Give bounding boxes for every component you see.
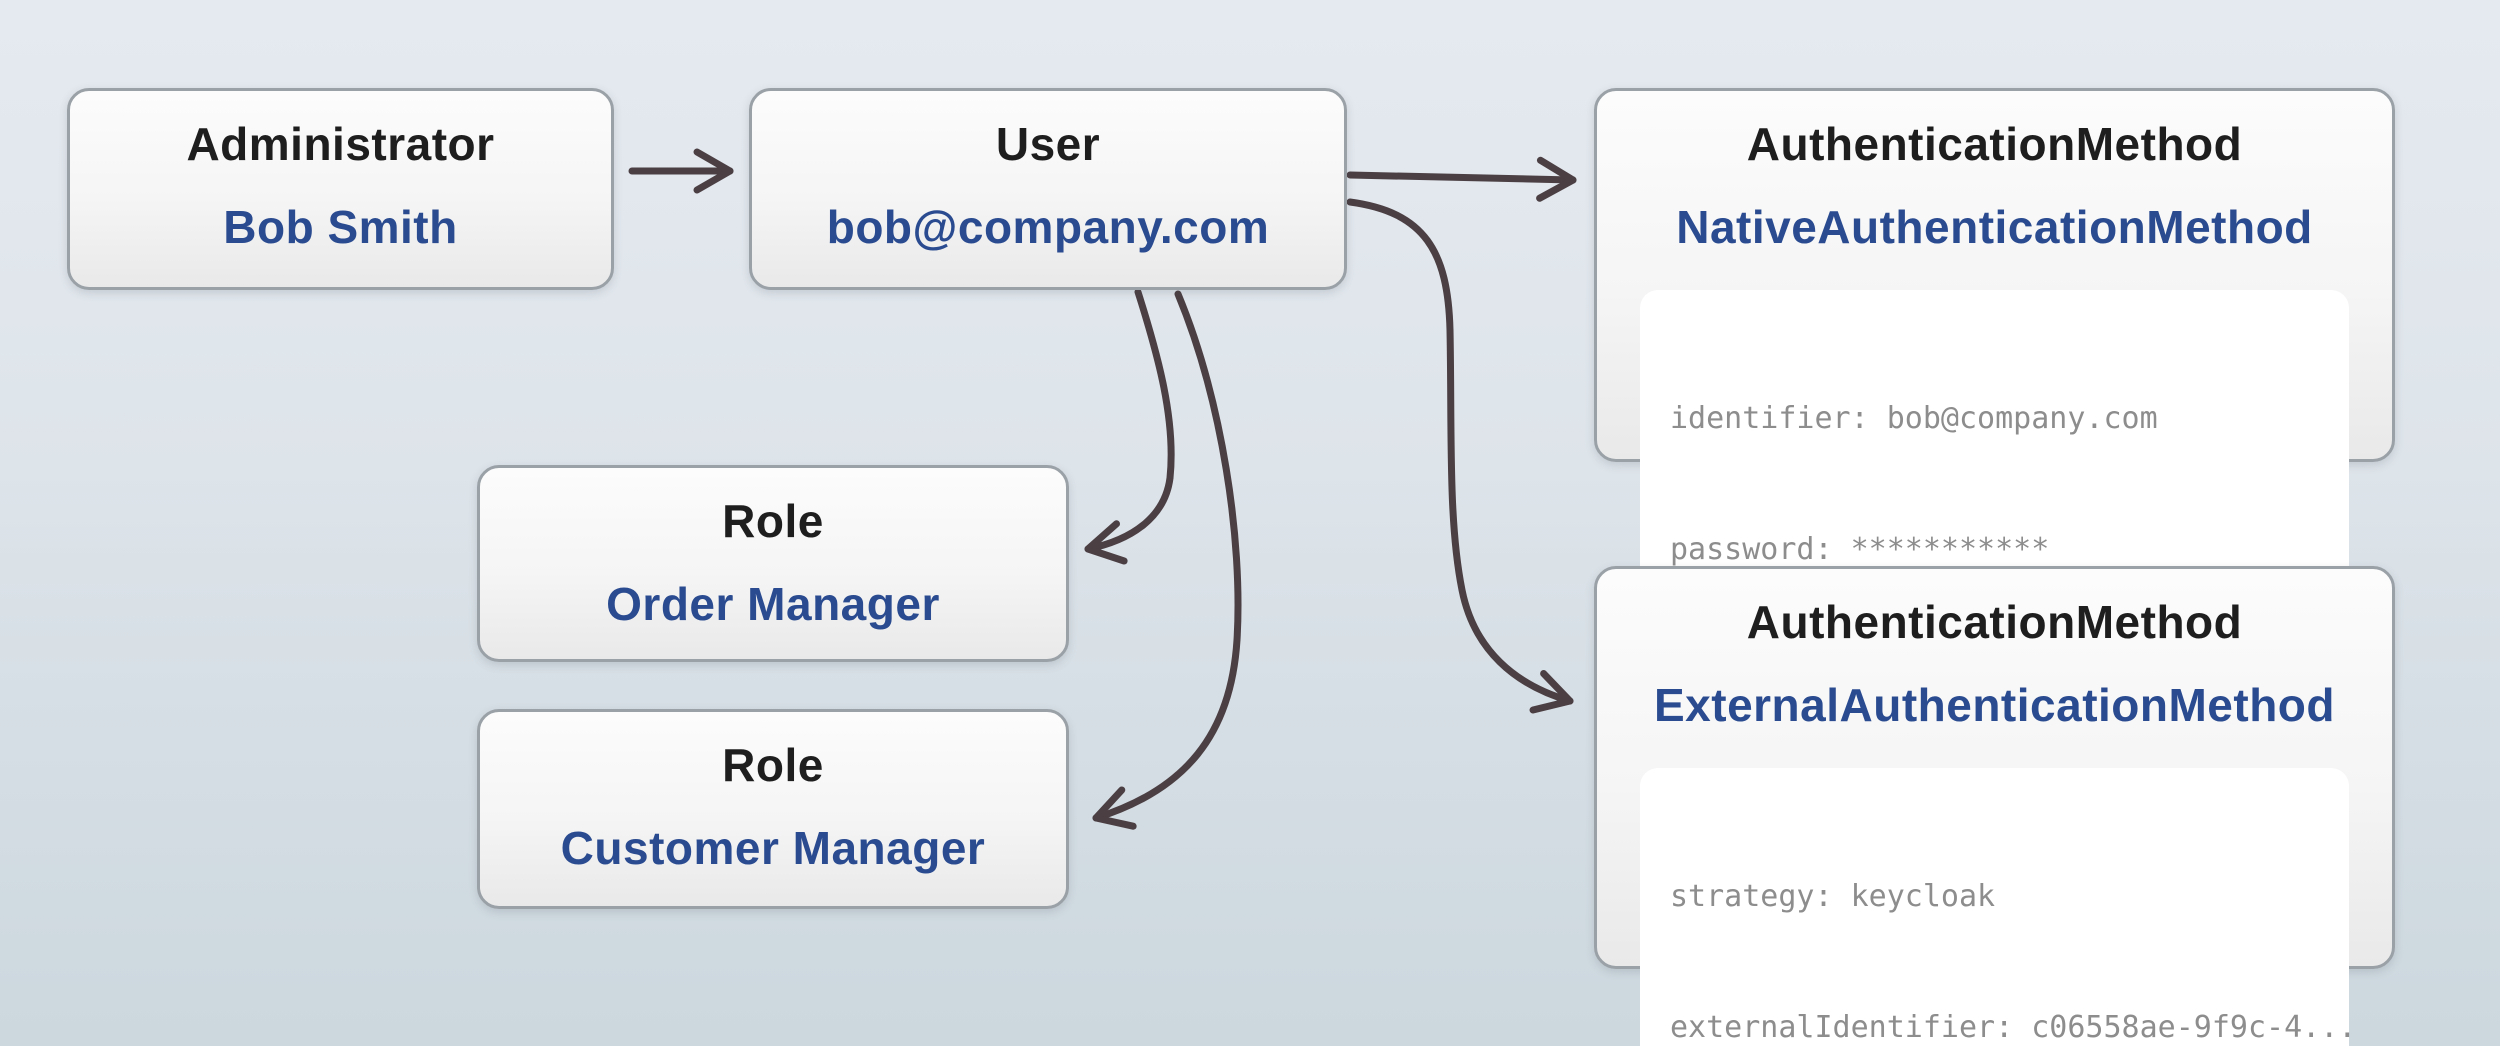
node-role-customer-manager: Role Customer Manager: [477, 709, 1069, 909]
property-line: password: ***********: [1670, 531, 2050, 567]
properties-panel: strategy: keycloak externalIdentifier: c…: [1640, 768, 2357, 1046]
node-value-label: Bob Smith: [223, 200, 458, 253]
edge-user-to-native-auth: [1346, 156, 1577, 202]
property-line: externalIdentifier: c06558ae-9f9c-4...: [1670, 1009, 2357, 1045]
node-value-label: ExternalAuthenticationMethod: [1653, 678, 2336, 731]
node-type-label: User: [995, 118, 1101, 170]
node-type-label: Role: [722, 495, 824, 547]
node-user: User bob@company.com: [749, 88, 1347, 290]
node-administrator: Administrator Bob Smith: [67, 88, 614, 290]
edge-user-to-external-auth: [1346, 198, 1574, 714]
node-value-label: NativeAuthenticationMethod: [1676, 200, 2313, 253]
node-type-label: AuthenticationMethod: [1746, 596, 2243, 648]
node-value-label: Customer Manager: [560, 821, 986, 874]
property-line: strategy: keycloak: [1670, 879, 1996, 915]
edge-user-to-role-order: [1084, 288, 1175, 565]
edge-user-to-role-customer: [1092, 290, 1242, 830]
node-value-label: Order Manager: [606, 577, 940, 630]
node-value-label: bob@company.com: [826, 200, 1270, 253]
node-role-order-manager: Role Order Manager: [477, 465, 1069, 662]
node-type-label: Role: [722, 739, 824, 791]
node-external-authentication-method: AuthenticationMethod ExternalAuthenticat…: [1594, 566, 2395, 1046]
node-type-label: Administrator: [186, 118, 495, 170]
node-native-authentication-method: AuthenticationMethod NativeAuthenticatio…: [1594, 88, 2395, 679]
node-type-label: AuthenticationMethod: [1746, 118, 2243, 170]
property-line: identifier: bob@company.com: [1670, 401, 2158, 437]
